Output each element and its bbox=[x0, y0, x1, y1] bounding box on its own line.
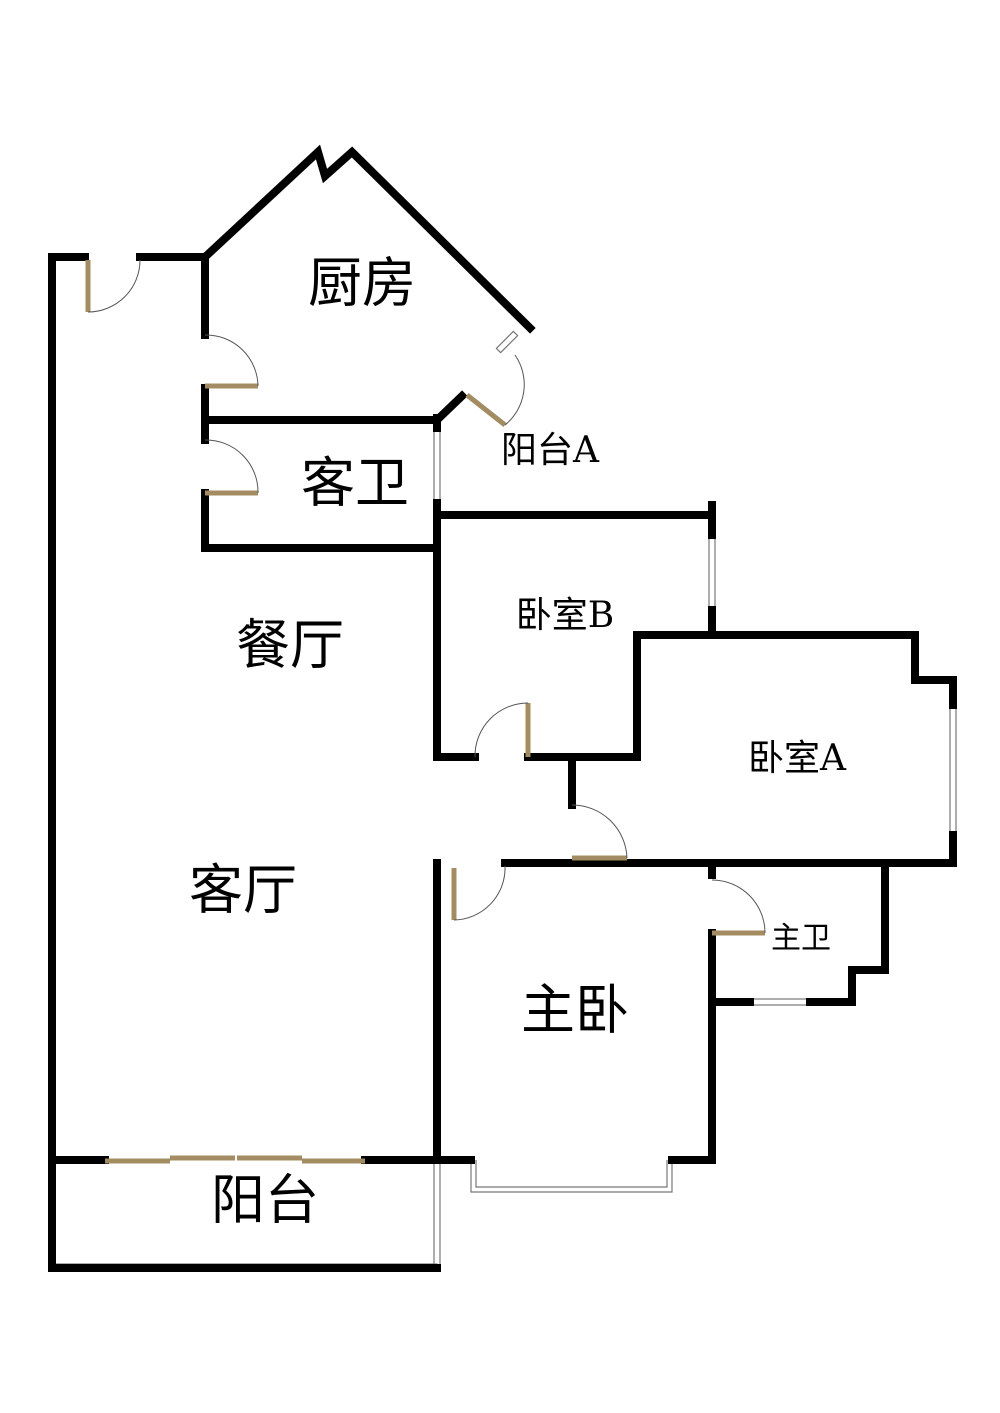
room-label-kitchen: 厨房 bbox=[308, 251, 416, 315]
room-label-balcony: 阳台 bbox=[211, 1168, 319, 1232]
walls bbox=[48, 144, 957, 1272]
guest-bath-door[interactable] bbox=[204, 439, 259, 496]
room-label-master-bath: 主卫 bbox=[771, 921, 831, 956]
window-balcony-side bbox=[433, 1161, 441, 1269]
master-bath-door[interactable] bbox=[711, 879, 766, 936]
kitchen-door[interactable] bbox=[204, 334, 259, 389]
room-label-dining: 餐厅 bbox=[236, 613, 344, 677]
room-label-bedroom-a: 卧室A bbox=[748, 738, 846, 779]
balcony-a-door[interactable] bbox=[465, 354, 525, 427]
entrance-door[interactable] bbox=[85, 259, 141, 313]
room-label-living: 客厅 bbox=[189, 858, 297, 922]
window-bedroom-b bbox=[708, 534, 716, 611]
room-label-master-bedroom: 主卧 bbox=[521, 978, 629, 1042]
window-master-bath bbox=[749, 998, 811, 1006]
doors bbox=[85, 259, 766, 1164]
bedroom-a-door[interactable] bbox=[571, 804, 628, 861]
room-label-bedroom-b: 卧室B bbox=[515, 595, 615, 636]
window-kitchen bbox=[495, 330, 519, 354]
room-label-balcony-a: 阳台A bbox=[501, 430, 599, 471]
window-guest-bath bbox=[433, 427, 441, 504]
bedroom-b-door[interactable] bbox=[474, 702, 531, 758]
window-bedroom-a bbox=[949, 704, 957, 836]
room-label-guest-bath: 客卫 bbox=[301, 451, 409, 515]
master-bedroom-door[interactable] bbox=[451, 865, 506, 921]
balcony-sliding-door[interactable] bbox=[105, 1155, 365, 1164]
